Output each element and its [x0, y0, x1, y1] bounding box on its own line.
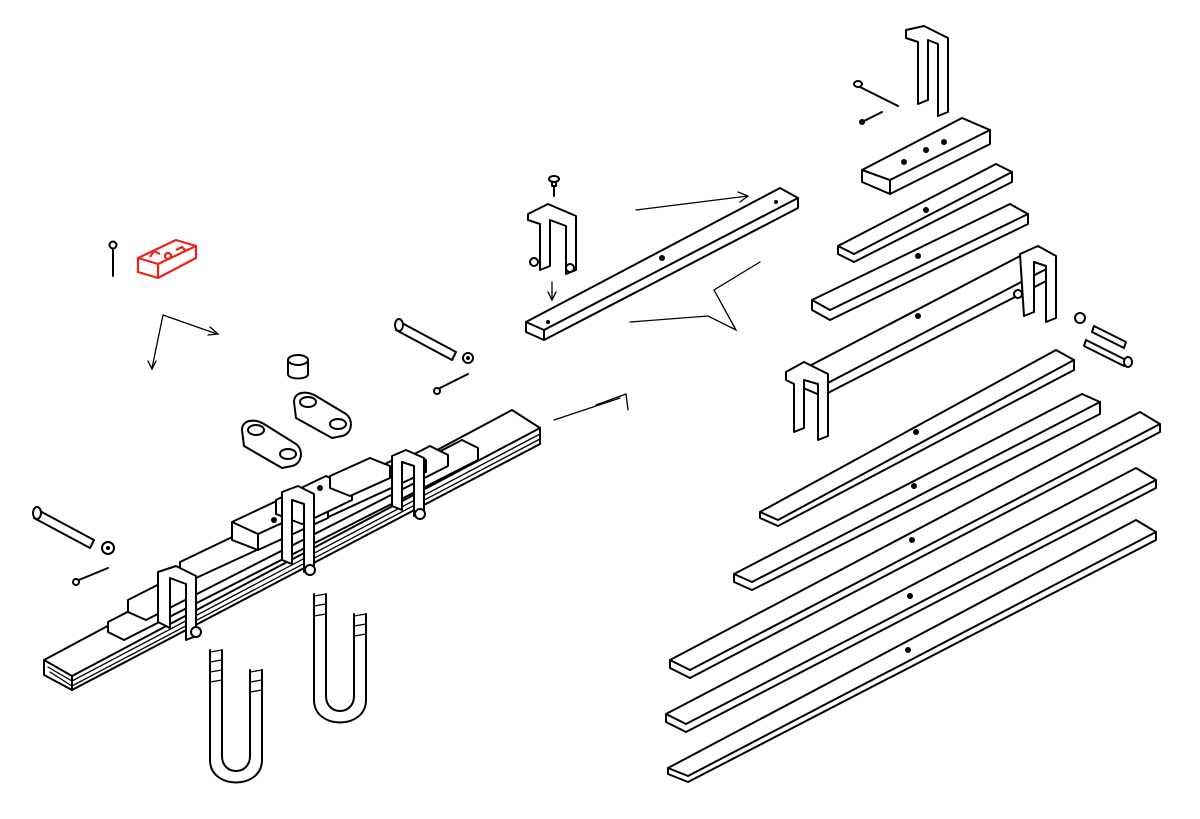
top-leaf-short[interactable] [525, 187, 799, 341]
highlighted-spacer-block[interactable] [136, 238, 198, 280]
leaf-clip-bolt[interactable] [1074, 312, 1133, 368]
rebound-clip-top[interactable] [527, 203, 577, 275]
leaf-8[interactable] [665, 467, 1157, 733]
explode-leader-main [553, 393, 629, 421]
assembly-arrow-left [147, 314, 220, 371]
leaf-5[interactable] [759, 349, 1075, 527]
leaf-spring-assembly[interactable] [43, 409, 541, 691]
bushing[interactable] [287, 354, 309, 380]
rear-shackle-pin[interactable] [853, 80, 899, 125]
leaf-9[interactable] [667, 519, 1157, 783]
explode-arrow-top [635, 191, 750, 211]
leaf-plate-short[interactable] [861, 117, 991, 195]
rear-shackle-hanger[interactable] [905, 25, 949, 117]
shackle-pin-lower[interactable] [32, 506, 115, 586]
leaf-7[interactable] [669, 411, 1161, 679]
shackle-plate-upper[interactable] [293, 391, 352, 439]
leaf-3[interactable] [811, 203, 1029, 321]
leaf-4-with-clip[interactable] [785, 245, 1057, 441]
shackle-plate-lower[interactable] [241, 419, 302, 469]
spacer-bolt[interactable] [108, 240, 118, 277]
arrow-down-clip [547, 281, 557, 302]
center-bolt[interactable] [548, 175, 560, 197]
u-bolt-front[interactable] [209, 649, 263, 784]
u-bolt-rear[interactable] [313, 593, 367, 724]
explode-bracket-lines [629, 261, 761, 332]
leaf-2[interactable] [837, 163, 1013, 263]
shackle-pin-upper[interactable] [394, 318, 474, 395]
leaf-6[interactable] [733, 393, 1101, 591]
